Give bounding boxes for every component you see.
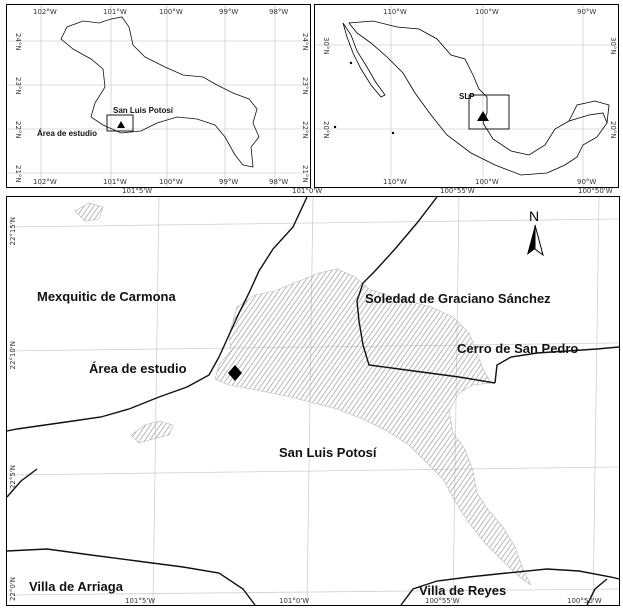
inset-city-label: San Luis Potosí (113, 106, 174, 115)
tick-left: 21°N (14, 165, 22, 183)
inset-slp-label: SLP (459, 92, 475, 101)
tick-left: 23°N (14, 77, 22, 95)
island-dot (333, 125, 337, 129)
tick-right: 24°N (301, 33, 309, 51)
inset-country-graticule (315, 5, 618, 187)
main-ticks: 101°5'W 101°0'W 100°55'W 100°50'W 101°5'… (9, 217, 602, 605)
inset-state-graticule (7, 5, 310, 187)
study-area-marker-icon (228, 365, 242, 381)
tick-bottom: 98°W (269, 178, 288, 186)
tick-top-label: 100°50'W (578, 187, 613, 195)
inset-country-svg: SLP 110°W 100°W 90°W 110°W 100°W 90°W 30… (315, 5, 618, 187)
inset-state-map: San Luis Potosí Área de estudio 102°W 10… (6, 4, 311, 188)
tick-left: 24°N (14, 33, 22, 51)
tick-bottom: 102°W (33, 178, 57, 186)
main-top-tick-row: 101°5'W 101°0'W 100°55'W 100°50'W (6, 187, 618, 196)
tick-right: 21°N (301, 165, 309, 183)
main-graticule (7, 197, 619, 605)
label-mexquitic: Mexquitic de Carmona (37, 289, 176, 304)
inset-city-triangle-icon (117, 121, 125, 128)
state-outline (60, 16, 260, 168)
tick-bottom: 101°W (103, 178, 127, 186)
tick-bottom: 100°W (475, 178, 499, 186)
tick-top-label: 101°0'W (292, 187, 323, 195)
inset-country-map: SLP 110°W 100°W 90°W 110°W 100°W 90°W 30… (314, 4, 619, 188)
tick-right: 30°N (609, 37, 617, 55)
inset-state-ticks: 102°W 101°W 100°W 99°W 98°W 102°W 101°W … (14, 8, 309, 186)
municipal-boundaries (7, 197, 619, 605)
tick-bottom: 110°W (383, 178, 407, 186)
tick-left: 22°15'N (9, 217, 17, 245)
yucatan-outline (568, 100, 610, 124)
label-study-area: Área de estudio (89, 361, 187, 376)
main-map-svg: N Mexquitic de Carmona Soledad de Gracia… (7, 197, 619, 605)
tick-top: 102°W (33, 8, 57, 16)
mexico-mainland (348, 20, 608, 176)
urban-fragment (130, 420, 174, 444)
tick-top: 100°W (159, 8, 183, 16)
tick-top-label: 100°55'W (440, 187, 475, 195)
inset-study-box (106, 114, 134, 132)
tick-left: 30°N (322, 37, 330, 55)
inset-slp-triangle-icon (477, 111, 489, 121)
tick-bottom: 100°W (159, 178, 183, 186)
tick-top: 99°W (219, 8, 238, 16)
main-map: N Mexquitic de Carmona Soledad de Gracia… (6, 196, 620, 606)
tick-bottom: 90°W (577, 178, 596, 186)
tick-left: 22°0'N (9, 577, 17, 601)
label-san-luis-potosi: San Luis Potosí (279, 445, 377, 460)
tick-top: 90°W (577, 8, 596, 16)
tick-top: 98°W (269, 8, 288, 16)
inset-state-svg: San Luis Potosí Área de estudio 102°W 10… (7, 5, 310, 187)
label-cerro-san-pedro: Cerro de San Pedro (457, 341, 578, 356)
tick-bottom: 100°55'W (425, 597, 460, 605)
tick-right: 22°N (301, 121, 309, 139)
inset-study-label: Área de estudio (37, 129, 97, 138)
tick-left: 22°10'N (9, 341, 17, 369)
tick-top-label: 101°5'W (122, 187, 153, 195)
label-villa-arriaga: Villa de Arriaga (29, 579, 124, 594)
tick-right: 23°N (301, 77, 309, 95)
tick-top: 100°W (475, 8, 499, 16)
inset-slp-box (468, 94, 510, 130)
tick-right: 20°N (609, 121, 617, 139)
tick-top: 110°W (383, 8, 407, 16)
tick-bottom: 101°0'W (279, 597, 309, 605)
island-dot (391, 131, 395, 135)
north-arrow-icon: N (527, 208, 544, 257)
baja-peninsula (342, 22, 386, 98)
tick-bottom: 100°50'W (567, 597, 602, 605)
urban-area (214, 268, 532, 586)
label-soledad: Soledad de Graciano Sánchez (365, 291, 551, 306)
tick-bottom: 99°W (219, 178, 238, 186)
label-villa-reyes: Villa de Reyes (419, 583, 506, 598)
inset-country-ticks: 110°W 100°W 90°W 110°W 100°W 90°W 30°N 2… (322, 8, 617, 186)
urban-fragment (74, 202, 104, 222)
municipality-labels: Mexquitic de Carmona Soledad de Graciano… (29, 289, 578, 598)
tick-top: 101°W (103, 8, 127, 16)
tick-left: 22°5'N (9, 465, 17, 489)
tick-bottom: 101°5'W (125, 597, 155, 605)
tick-left: 20°N (322, 121, 330, 139)
north-label: N (529, 208, 539, 224)
tick-left: 22°N (14, 121, 22, 139)
island-dot (349, 61, 353, 65)
